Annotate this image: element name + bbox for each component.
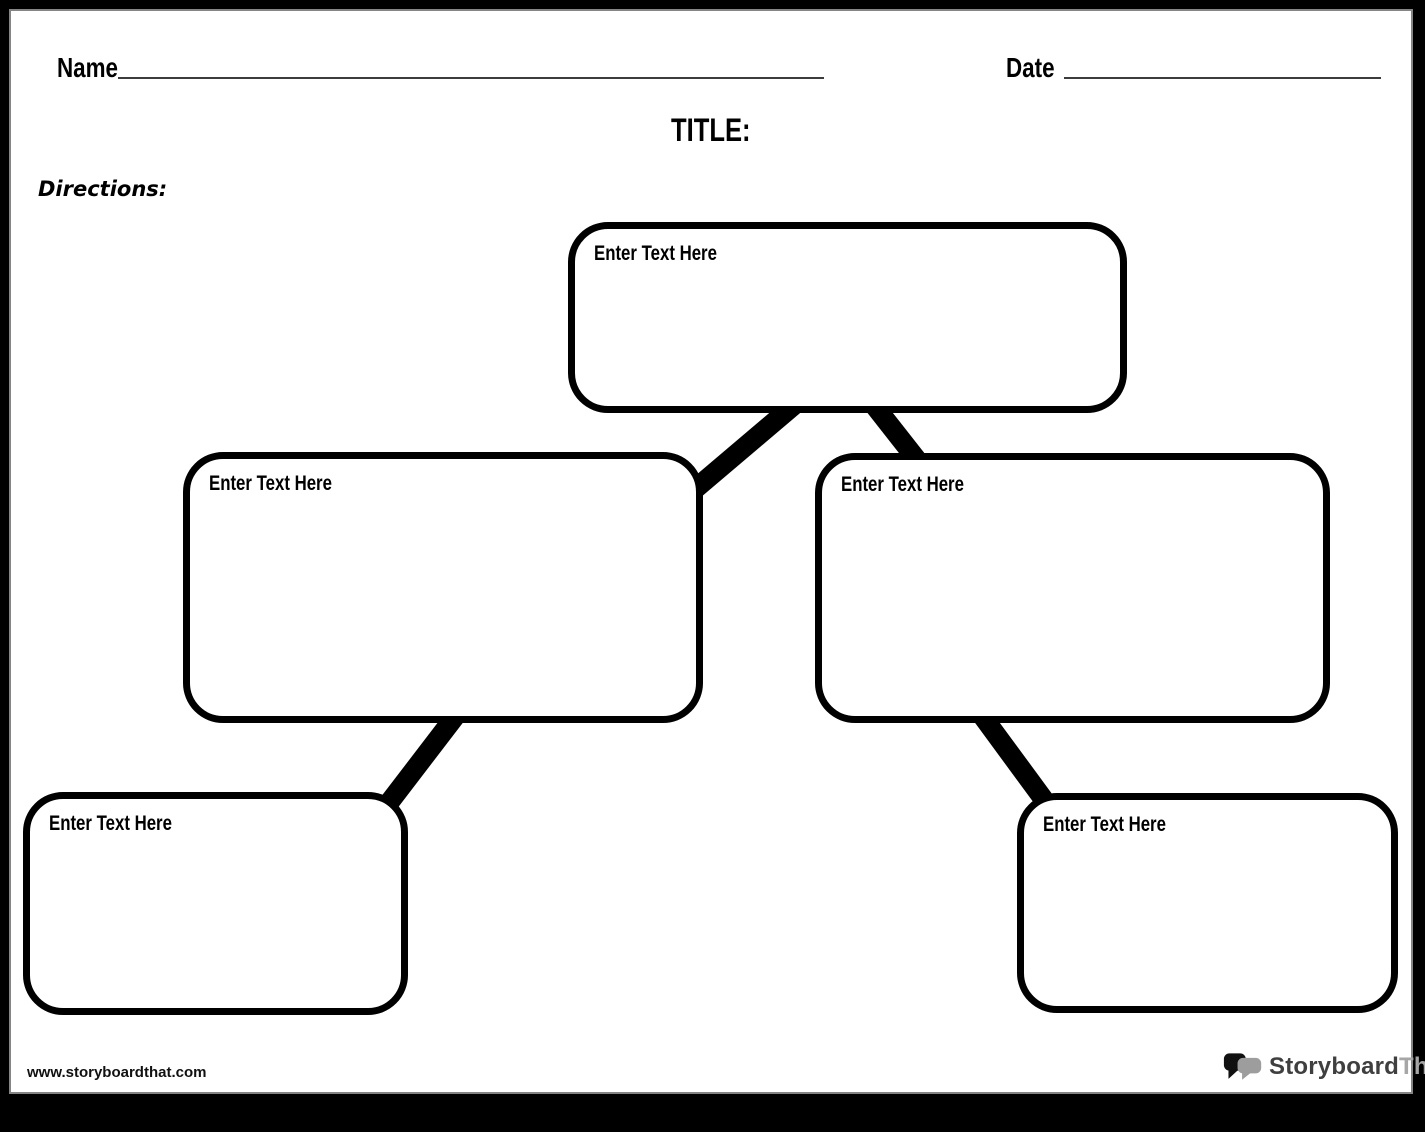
connector-right-to-bottom-right	[969, 704, 1059, 814]
directions-label: Directions:	[38, 177, 168, 201]
tree-node-right[interactable]: Enter Text Here	[815, 453, 1330, 723]
worksheet-page: Name Date TITLE: Directions: Enter Text …	[11, 11, 1425, 1092]
speech-bubbles-icon	[1223, 1053, 1262, 1080]
storyboardthat-logo: StoryboardThat	[1223, 1051, 1425, 1083]
connector-left-to-bottom-left	[377, 703, 468, 815]
date-label: Date	[1006, 52, 1055, 83]
node-placeholder-text: Enter Text Here	[1043, 813, 1166, 836]
node-placeholder-text: Enter Text Here	[594, 242, 717, 265]
name-label: Name	[57, 52, 119, 83]
website-url: www.storyboardthat.com	[27, 1064, 207, 1081]
tree-node-top[interactable]: Enter Text Here	[568, 222, 1127, 413]
name-fill-in-line[interactable]	[118, 77, 824, 79]
tree-node-left[interactable]: Enter Text Here	[183, 452, 703, 723]
node-placeholder-text: Enter Text Here	[49, 812, 172, 835]
page-title: TITLE:	[671, 112, 751, 148]
node-placeholder-text: Enter Text Here	[841, 473, 964, 496]
tree-node-bottom-left[interactable]: Enter Text Here	[23, 792, 408, 1015]
node-placeholder-text: Enter Text Here	[209, 472, 332, 495]
tree-node-bottom-right[interactable]: Enter Text Here	[1017, 793, 1398, 1013]
logo-text-primary: Storyboard	[1269, 1053, 1400, 1080]
logo-text-secondary: That	[1399, 1053, 1425, 1080]
logo-wordmark: StoryboardThat	[1269, 1053, 1425, 1081]
date-fill-in-line[interactable]	[1064, 77, 1381, 79]
